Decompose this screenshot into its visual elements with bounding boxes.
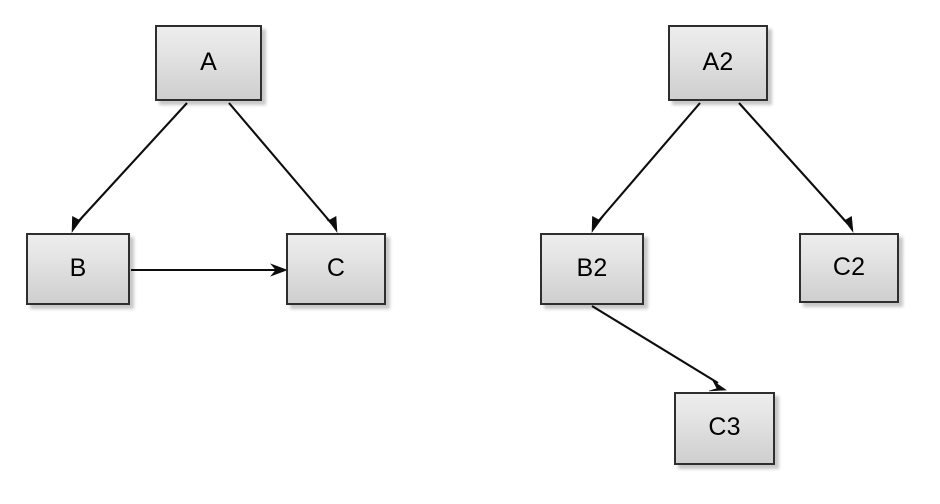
node-a[interactable]: A	[155, 25, 262, 101]
edge-a2-to-c2	[738, 102, 854, 234]
node-c-label: C	[326, 253, 346, 282]
node-c3-label: C3	[708, 413, 741, 441]
node-a2[interactable]: A2	[668, 25, 768, 101]
node-c3[interactable]: C3	[674, 392, 775, 465]
node-b2[interactable]: B2	[540, 233, 644, 305]
node-b-label: B	[69, 253, 87, 282]
node-b2-label: B2	[576, 253, 608, 282]
edge-a2-to-b2	[591, 102, 701, 233]
edge-b-to-c	[131, 263, 288, 277]
edge-a-to-c	[228, 102, 338, 234]
node-c[interactable]: C	[286, 233, 386, 305]
node-a2-label: A2	[702, 47, 734, 76]
edge-a-to-b	[71, 102, 188, 233]
node-c2[interactable]: C2	[799, 233, 899, 303]
edge-b2-to-c3	[591, 305, 727, 392]
node-c2-label: C2	[832, 252, 866, 281]
node-b[interactable]: B	[26, 233, 130, 305]
node-a-label: A	[200, 47, 217, 76]
